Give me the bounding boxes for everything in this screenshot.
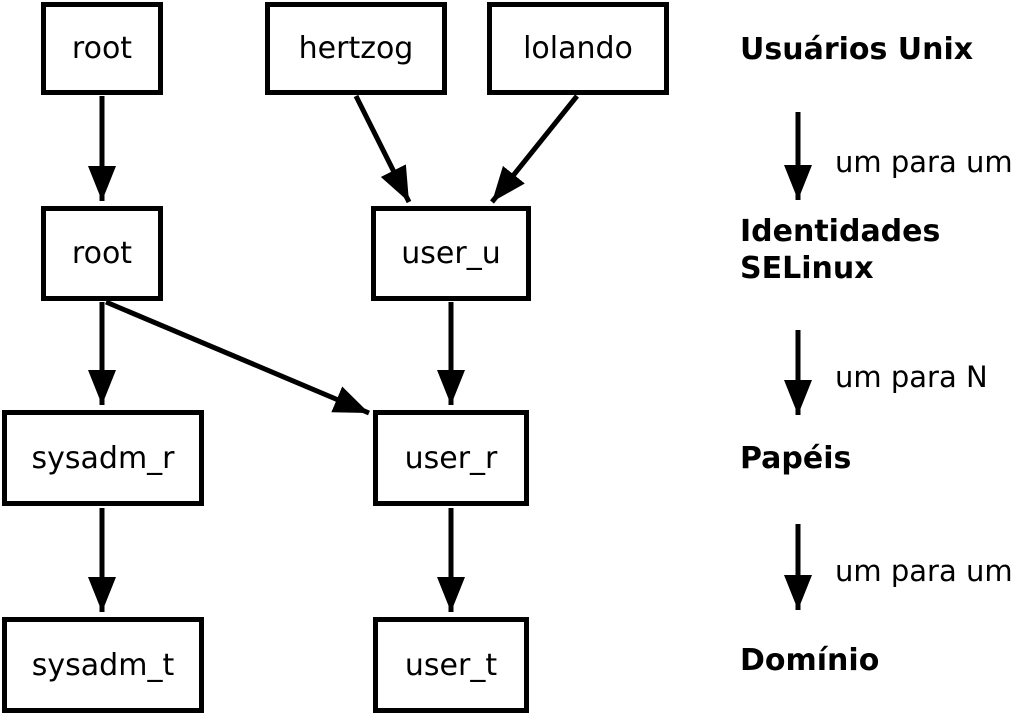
node-sysadm-r-label: sysadm_r xyxy=(31,440,175,476)
node-sysadm-t-label: sysadm_t xyxy=(31,647,175,683)
node-sysadm-t: sysadm_t xyxy=(2,617,204,713)
node-hertzog-label: hertzog xyxy=(298,31,414,66)
node-user-t-label: user_t xyxy=(404,647,498,683)
arrow-hertzog-to-useru xyxy=(353,94,412,204)
node-root-selinux: root xyxy=(41,206,163,301)
legend-mapping-um-para-um-1: um para um xyxy=(835,145,1013,179)
legend-usuarios-unix: Usuários Unix xyxy=(740,32,974,67)
arrow-lolando-to-useru xyxy=(490,94,579,204)
node-user-r-label: user_r xyxy=(404,440,498,476)
node-lolando-label: lolando xyxy=(523,31,633,66)
node-user-u-label: user_u xyxy=(401,236,501,271)
node-sysadm-r: sysadm_r xyxy=(2,410,204,506)
node-user-t: user_t xyxy=(373,617,529,713)
node-root-selinux-label: root xyxy=(71,236,133,271)
node-user-u: user_u xyxy=(371,206,531,301)
legend-dominio: Domínio xyxy=(740,643,880,678)
legend-mapping-um-para-n: um para N xyxy=(835,360,988,394)
legend-identidades-selinux: Identidades SELinux xyxy=(740,214,941,286)
legend-mapping-um-para-um-2: um para um xyxy=(835,554,1013,588)
node-hertzog: hertzog xyxy=(265,2,447,95)
node-user-r: user_r xyxy=(373,410,529,506)
node-root-unix-label: root xyxy=(71,31,133,66)
node-root-unix: root xyxy=(41,2,163,95)
node-lolando: lolando xyxy=(487,2,669,95)
legend-papeis: Papéis xyxy=(740,441,852,476)
arrow-rootselinux-to-userr xyxy=(105,299,370,416)
